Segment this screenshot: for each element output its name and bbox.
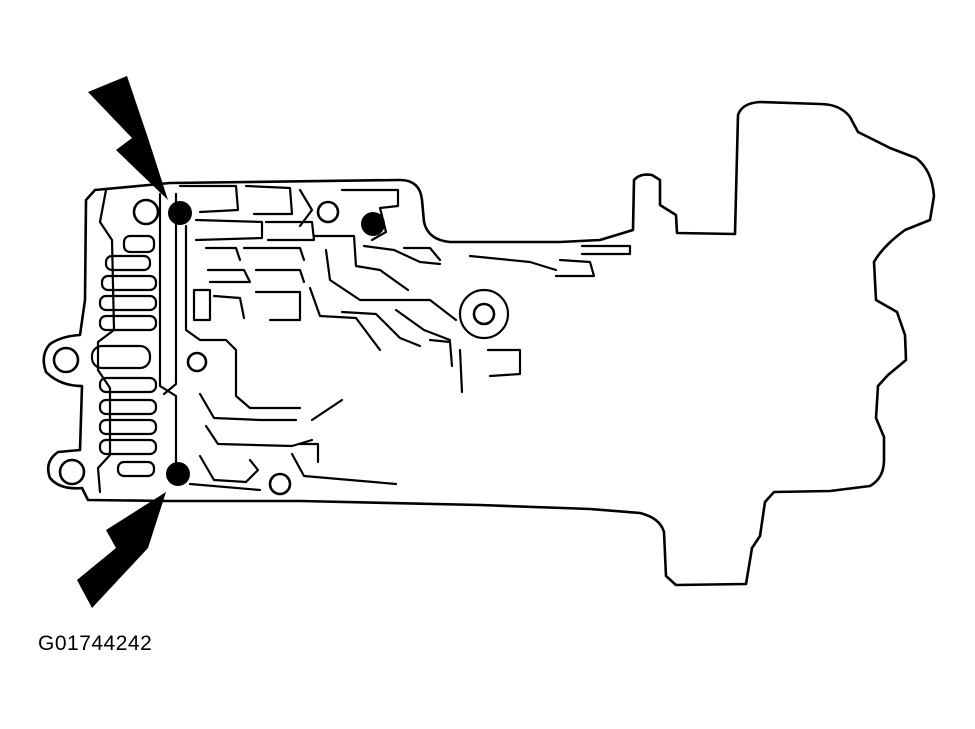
lower-passages bbox=[188, 392, 398, 492]
center-channel bbox=[184, 224, 302, 410]
arrow-icon bbox=[88, 76, 168, 200]
bolt-hole-ring bbox=[458, 288, 510, 340]
upper-passages bbox=[178, 184, 632, 394]
bolt-hole bbox=[58, 458, 86, 486]
center-channel bbox=[158, 192, 178, 472]
bolt-hole bbox=[186, 351, 208, 373]
check-ball-dot-icon bbox=[166, 462, 190, 486]
check-ball-dot-icon bbox=[361, 212, 385, 236]
gasket-outline bbox=[42, 100, 936, 587]
bolt-hole bbox=[52, 346, 80, 374]
figure-id-label: G01744242 bbox=[38, 632, 153, 655]
bolt-hole bbox=[268, 472, 292, 496]
bolt-hole bbox=[132, 198, 160, 226]
check-ball-dot-icon bbox=[168, 201, 192, 225]
bolt-hole bbox=[316, 200, 340, 224]
arrow-icon bbox=[77, 492, 166, 608]
left-slots bbox=[90, 234, 158, 478]
flange-inner-line bbox=[96, 188, 116, 494]
bolt-hole bbox=[472, 302, 496, 326]
